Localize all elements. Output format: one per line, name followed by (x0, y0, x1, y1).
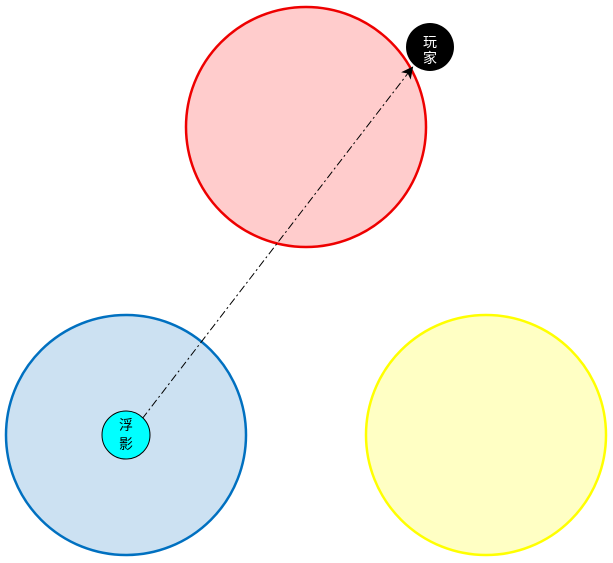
player-circle (406, 23, 454, 71)
shadow-label-line1: 浮 (119, 418, 133, 434)
red-zone-circle (184, 5, 428, 249)
yellow-zone-circle (364, 313, 608, 557)
player-label-line2: 家 (423, 50, 437, 67)
shadow-node: 浮 影 (101, 410, 151, 460)
shadow-label-line2: 影 (119, 437, 133, 453)
player-label-line1: 玩 (423, 35, 437, 51)
shadow-to-player-arrow (141, 66, 414, 420)
player-node: 玩 家 (406, 23, 454, 71)
shadow-circle (101, 410, 151, 460)
